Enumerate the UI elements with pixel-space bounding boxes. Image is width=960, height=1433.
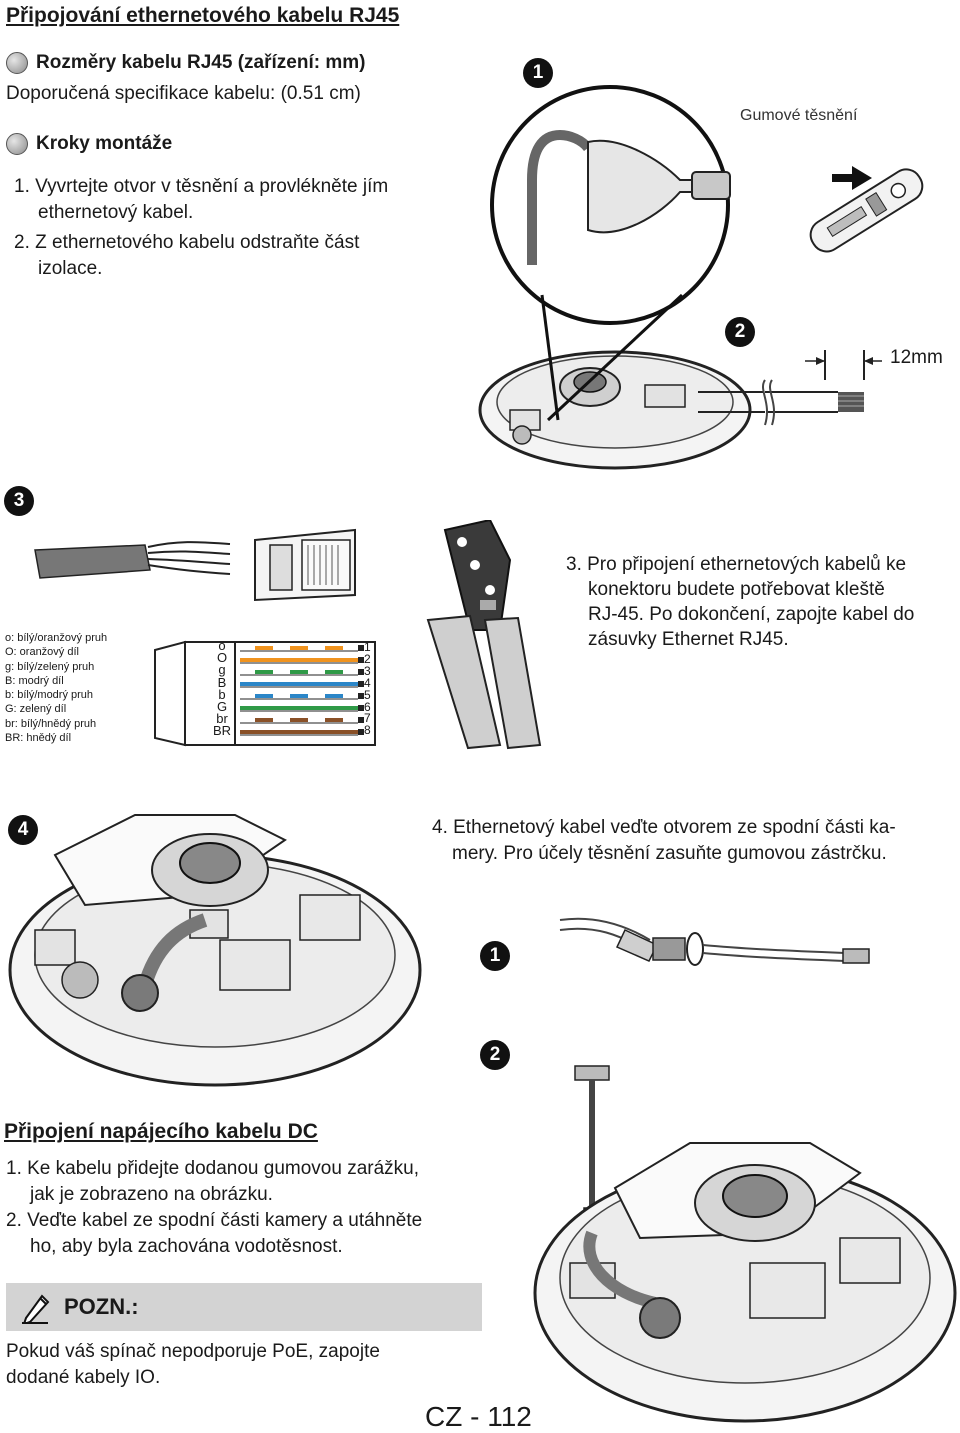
- pin-number: 3: [364, 663, 371, 678]
- wire-code: G: [216, 699, 228, 715]
- wire-code: g: [218, 662, 226, 678]
- connector-pin: [358, 645, 364, 651]
- pin-number: 2: [364, 651, 371, 666]
- step-2-line1: 2. Z ethernetového kabelu odstraňte část: [14, 232, 360, 253]
- connector-wires: [240, 645, 364, 736]
- connector-pin: [358, 705, 364, 711]
- note-line1: Pokud váš spínač nepodporuje PoE, zapojt…: [6, 1341, 380, 1362]
- step-1-text: 1. Vyvrtejte otvor v těsnění a provlékně…: [14, 174, 388, 226]
- pin-number: 4: [364, 675, 371, 690]
- section-title-rj45: Připojování ethernetového kabelu RJ45: [6, 4, 400, 27]
- pin-number: 7: [364, 711, 371, 726]
- step-badge-3: 3: [4, 486, 34, 516]
- dimensions-heading: Rozměry kabelu RJ45 (zařízení: mm): [6, 52, 365, 74]
- sphere-bullet-icon: [6, 52, 28, 74]
- wire-code: BR: [212, 723, 232, 739]
- note-text: Pokud váš spínač nepodporuje PoE, zapojt…: [6, 1339, 380, 1391]
- connector-pin: [358, 729, 364, 735]
- sphere-bullet-icon: [6, 133, 28, 155]
- wire-code: br: [216, 711, 228, 727]
- dimensions-heading-text: Rozměry kabelu RJ45 (zařízení: mm): [36, 52, 366, 73]
- magnifier-circle: [490, 85, 731, 422]
- wire-code: o: [218, 638, 226, 653]
- dc-step-2-text: 2. Veďte kabel ze spodní části kamery a …: [6, 1208, 422, 1260]
- step-badge-4: 4: [8, 815, 38, 845]
- step-3-line: 3. Pro připojení ethernetových kabelů ke: [566, 554, 907, 575]
- step-2-text: 2. Z ethernetového kabelu odstraňte část…: [14, 230, 359, 282]
- legend-item: G: zelený díl: [5, 703, 67, 716]
- legend-item: B: modrý díl: [5, 674, 64, 687]
- note-line2: dodané kabely IO.: [6, 1367, 161, 1388]
- legend-item: o: bílý/oranžový pruh: [5, 632, 108, 644]
- connector-outline: [154, 640, 376, 747]
- wire-code: B: [217, 674, 227, 690]
- dc-step-1-line2: jak je zobrazeno na obrázku.: [30, 1184, 273, 1205]
- dc-step-1-text: 1. Ke kabelu přidejte dodanou gumovou za…: [6, 1156, 419, 1208]
- step-3-line: konektoru budete potřebovat kleště: [588, 579, 885, 600]
- step-3-text: 3. Pro připojení ethernetových kabelů ke…: [566, 552, 914, 652]
- camera-base-illustration: [478, 350, 752, 470]
- page-number: CZ - 112: [425, 1401, 532, 1432]
- pencil-icon: [22, 1294, 50, 1324]
- connector-pin: [358, 681, 364, 687]
- legend-item: O: oranžový díl: [5, 646, 79, 659]
- note-label: POZN.:: [64, 1294, 139, 1319]
- rubber-seal-figure: [478, 85, 924, 470]
- camera-dc-figure: [533, 1065, 957, 1423]
- step-1-line1: 1. Vyvrtejte otvor v těsnění a provlékně…: [14, 176, 389, 197]
- step-4-line2: mery. Pro účely těsnění zasuňte gumovou …: [452, 843, 887, 864]
- rubber-seal-label: Gumové těsnění: [740, 107, 858, 124]
- rj45-plug-illustration: [254, 528, 356, 602]
- steps-heading: Kroky montáže: [6, 133, 172, 155]
- stripping-tool-illustration: [809, 168, 924, 253]
- legend-item: g: bílý/zelený pruh: [5, 660, 95, 673]
- crimping-pliers-illustration: [426, 520, 542, 750]
- dc-step-2-line1: 2. Veďte kabel ze spodní části kamery a …: [6, 1210, 423, 1231]
- connector-pin: [358, 693, 364, 699]
- step-2-line2: izolace.: [38, 258, 103, 279]
- step-3-line: zásuvky Ethernet RJ45.: [588, 629, 789, 650]
- step-badge-2: 2: [725, 317, 755, 347]
- pin-number: 8: [364, 723, 371, 738]
- dc-step-2-line2: ho, aby byla zachována vodotěsnost.: [30, 1236, 343, 1257]
- wire-codes: o O g B b G br BR: [211, 638, 233, 739]
- section-title-dc: Připojení napájecího kabelu DC: [4, 1120, 318, 1143]
- note-header: POZN.:: [6, 1283, 482, 1331]
- legend-item: BR: hnědý díl: [5, 732, 72, 745]
- wire-code: b: [218, 686, 226, 702]
- plug-cable-figure: [559, 917, 870, 966]
- wire-legend: o: bílý/oranžový pruh O: oranžový díl g:…: [5, 631, 107, 745]
- step-3-line: RJ-45. Po dokončení, zapojte kabel do: [588, 604, 915, 625]
- pin-numbers: 1 2 3 4 5 6 7 8: [364, 640, 371, 738]
- fanned-cable-illustration: [34, 541, 231, 579]
- stripped-cable-illustration: [698, 350, 882, 426]
- step-4-badge-1: 1: [480, 941, 510, 971]
- pin-number: 6: [364, 699, 371, 714]
- legend-item: b: bílý/modrý pruh: [5, 689, 94, 702]
- legend-item: br: bílý/hnědý pruh: [5, 717, 97, 730]
- dc-step-1-line1: 1. Ke kabelu přidejte dodanou gumovou za…: [6, 1158, 419, 1179]
- crimping-figure: [34, 520, 542, 750]
- camera-cable-routing-figure: [8, 814, 422, 1087]
- pin-number: 5: [364, 687, 371, 702]
- connector-pin: [358, 657, 364, 663]
- step-1-line2: ethernetový kabel.: [38, 202, 194, 223]
- step-badge-1: 1: [523, 58, 553, 88]
- step-4-text: 4. Ethernetový kabel veďte otvorem ze sp…: [432, 815, 896, 867]
- right-arrow-icon: [832, 166, 872, 190]
- strip-length-label: 12mm: [890, 347, 943, 368]
- recommended-spec: Doporučená specifikace kabelu: (0.51 cm): [6, 83, 361, 104]
- pin-number: 1: [364, 640, 371, 654]
- step-4-line1: 4. Ethernetový kabel veďte otvorem ze sp…: [432, 817, 896, 838]
- step-4-badge-2: 2: [480, 1040, 510, 1070]
- wire-code: O: [216, 650, 228, 666]
- connector-pin: [358, 717, 364, 723]
- connector-pin: [358, 669, 364, 675]
- steps-heading-text: Kroky montáže: [36, 133, 173, 154]
